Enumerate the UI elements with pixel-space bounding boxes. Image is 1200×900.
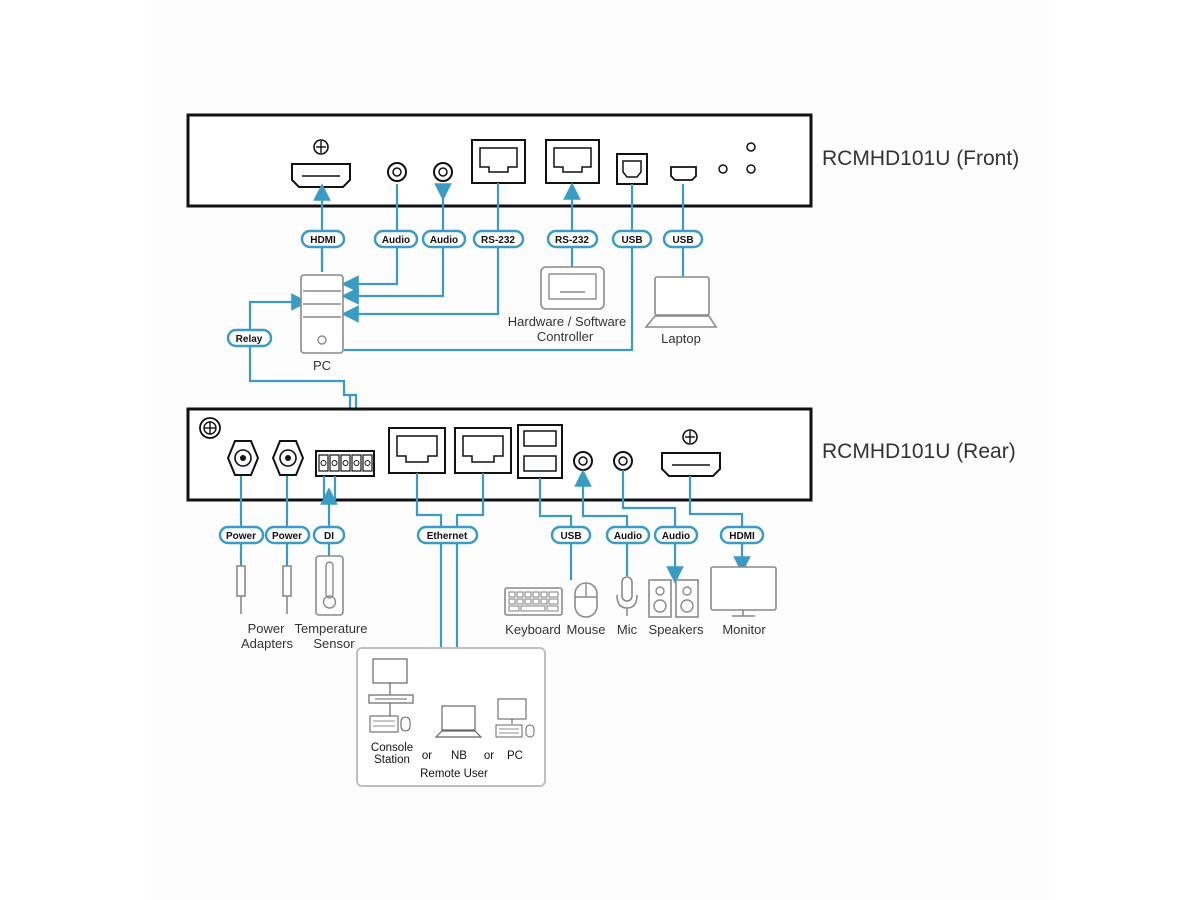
svg-text:HDMI: HDMI	[310, 235, 336, 246]
rj45-port-icon	[545, 139, 600, 184]
svg-text:HDMI: HDMI	[729, 531, 755, 542]
svg-text:USB: USB	[621, 235, 642, 246]
pill-power-1: Power	[218, 525, 265, 545]
pill-audio-rear-1: Audio	[605, 525, 651, 545]
monitor-label: Monitor	[722, 622, 766, 637]
laptop-icon	[644, 276, 718, 328]
audio-jack-icon	[433, 162, 453, 182]
svg-text:Audio: Audio	[382, 235, 410, 246]
console-keyboard-icon	[369, 715, 411, 733]
front-unit-title: RCMHD101U (Front)	[822, 147, 1019, 170]
pill-power-2: Power	[264, 525, 311, 545]
led-icon	[718, 164, 728, 174]
svg-text:Audio: Audio	[662, 531, 690, 542]
svg-text:DI: DI	[324, 531, 334, 542]
svg-text:RS-232: RS-232	[481, 235, 515, 246]
ground-icon	[682, 429, 698, 445]
rj45-port-icon	[454, 427, 512, 474]
speakers-icon	[648, 579, 699, 618]
pc-tower-icon	[300, 274, 344, 354]
ground-icon	[199, 417, 221, 439]
svg-text:Audio: Audio	[430, 235, 458, 246]
pill-hdmi-front: HDMI	[300, 229, 346, 249]
remote-pc-icon	[495, 698, 535, 738]
led-icon	[746, 164, 756, 174]
svg-text:Ethernet: Ethernet	[427, 531, 468, 542]
pill-di: DI	[312, 525, 346, 545]
pill-usb-front-1: USB	[611, 229, 653, 249]
svg-text:Audio: Audio	[614, 531, 642, 542]
usb-a-port-icon	[517, 424, 563, 479]
remote-user-box: Console Station or NB or PC Remote User	[356, 647, 546, 787]
rear-unit	[186, 407, 813, 502]
rj45-port-icon	[388, 427, 446, 474]
led-icon	[746, 142, 756, 152]
pill-audio-rear-2: Audio	[653, 525, 699, 545]
monitor-icon	[710, 566, 777, 617]
or-label-2: or	[484, 750, 494, 762]
pill-hdmi-rear: HDMI	[719, 525, 765, 545]
notebook-icon	[434, 705, 483, 738]
pill-usb-front-2: USB	[662, 229, 704, 249]
mouse-icon	[574, 582, 598, 618]
temperature-sensor-label-2: Sensor	[313, 636, 355, 651]
power-socket-icon	[226, 440, 260, 476]
pill-ethernet: Ethernet	[416, 525, 479, 545]
svg-text:Relay: Relay	[236, 334, 263, 345]
temperature-sensor-icon	[315, 555, 344, 616]
keyboard-label: Keyboard	[505, 622, 561, 637]
ground-icon	[313, 139, 329, 155]
pill-usb-rear: USB	[550, 525, 592, 545]
laptop-label: Laptop	[661, 331, 701, 346]
temperature-sensor-label-1: Temperature	[295, 621, 368, 636]
pill-rs232-front-1: RS-232	[472, 229, 525, 249]
microphone-icon	[616, 576, 638, 616]
keyboard-icon	[504, 587, 563, 616]
controller-icon	[540, 266, 605, 310]
power-socket-icon	[271, 440, 305, 476]
remote-user-caption: Remote User	[420, 768, 488, 780]
pill-relay: Relay	[226, 328, 273, 348]
svg-text:Power: Power	[226, 531, 256, 542]
svg-text:USB: USB	[672, 235, 693, 246]
svg-text:RS-232: RS-232	[555, 235, 589, 246]
console-station-label-2: Station	[374, 754, 410, 766]
pill-rs232-front-2: RS-232	[546, 229, 599, 249]
nb-label: NB	[451, 750, 467, 762]
svg-text:Power: Power	[272, 531, 302, 542]
controller-label-1: Hardware / Software	[508, 314, 627, 329]
rear-unit-title: RCMHD101U (Rear)	[822, 440, 1016, 463]
console-station-label-1: Console	[371, 742, 413, 754]
svg-text:USB: USB	[560, 531, 581, 542]
power-adapter-icon	[236, 565, 246, 614]
audio-jack-icon	[573, 451, 593, 471]
speakers-label: Speakers	[649, 622, 704, 637]
terminal-block-icon	[315, 450, 375, 477]
audio-jack-icon	[387, 162, 407, 182]
console-monitor-icon	[368, 658, 414, 716]
power-adapters-label-1: Power	[248, 621, 286, 636]
front-unit	[186, 113, 813, 208]
pill-audio-front-1: Audio	[373, 229, 419, 249]
controller-label-2: Controller	[537, 329, 594, 344]
power-adapters-label-2: Adapters	[241, 636, 294, 651]
usb-b-port-icon	[616, 153, 648, 185]
micro-usb-port-icon	[670, 166, 697, 181]
mic-label: Mic	[617, 622, 638, 637]
audio-jack-icon	[613, 451, 633, 471]
power-adapter-icon	[282, 565, 292, 614]
or-label-1: or	[422, 750, 432, 762]
mouse-label: Mouse	[566, 622, 605, 637]
pc-remote-label: PC	[507, 750, 523, 762]
pc-label: PC	[313, 358, 331, 373]
pill-audio-front-2: Audio	[421, 229, 467, 249]
rj45-port-icon	[471, 139, 526, 184]
